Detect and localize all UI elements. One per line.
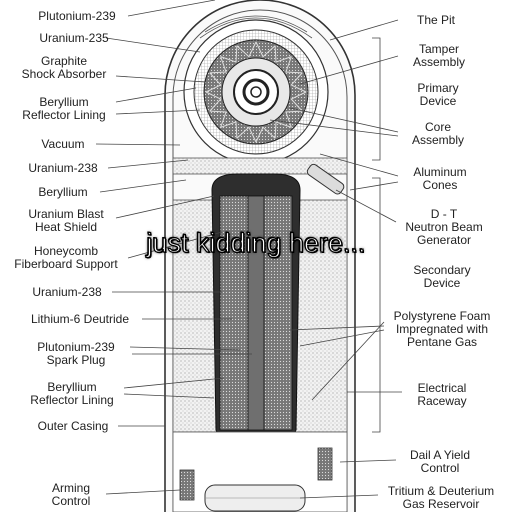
leader-line: [95, 143, 181, 146]
spark-plug: [247, 195, 265, 431]
label-the-pit: The Pit: [416, 13, 455, 27]
leader-line: [115, 87, 197, 103]
label-lithium-6: Lithium-6 Deutride: [30, 312, 130, 326]
label-plutonium-239: Plutonium-239: [38, 9, 116, 23]
leader-line: [115, 109, 201, 115]
lens-segment: [274, 45, 292, 63]
leader-line: [99, 179, 187, 193]
yield-dial: [317, 447, 333, 481]
leader-line: [123, 393, 215, 399]
label-aluminum-cones: Aluminum Cones: [413, 165, 467, 192]
lens-segment: [236, 126, 257, 143]
core-center: [250, 86, 262, 98]
lens-segment: [285, 56, 303, 74]
label-uranium-blast-shield: Uranium Blast Heat Shield: [28, 207, 104, 234]
leader-line: [129, 346, 241, 351]
arming-box: [179, 469, 195, 501]
label-beryllium: Beryllium: [38, 185, 88, 199]
label-uranium-235: Uranium-235: [39, 31, 109, 45]
overlay-caption: just kidding here...: [146, 227, 366, 258]
leader-line: [105, 37, 201, 53]
leader-line: [289, 107, 399, 133]
lens-segment: [209, 110, 227, 128]
inner-casing: [172, 9, 348, 512]
label-uranium-238-top: Uranium-238: [28, 161, 98, 175]
lens-segment: [205, 72, 222, 93]
secondary-bracket: [372, 177, 381, 433]
label-polystyrene-foam: Polystyrene Foam Impregnated with Pentan…: [393, 309, 491, 349]
leader-line: [335, 189, 397, 223]
label-outer-casing: Outer Casing: [37, 419, 109, 433]
leader-line: [299, 329, 385, 347]
leader-line: [269, 119, 399, 137]
leader-line: [339, 459, 397, 463]
lens-segment: [290, 72, 307, 93]
lens-segment: [274, 121, 292, 139]
label-core-assembly: Core Assembly: [411, 120, 464, 147]
leader-line: [107, 159, 189, 169]
lens-segment: [220, 121, 238, 139]
leader-line: [105, 489, 181, 495]
label-neutron-generator: D - T Neutron Beam Generator: [405, 207, 483, 247]
leader-line: [329, 19, 399, 41]
lens-segment: [255, 126, 276, 143]
label-gas-reservoir: Tritium & Deuterium Gas Reservoir: [387, 484, 495, 511]
leader-line: [127, 231, 223, 259]
leader-line: [123, 377, 225, 389]
label-arming-control: Arming Control: [51, 481, 91, 508]
label-beryllium-reflector-bottom: Beryllium Reflector Lining: [30, 380, 114, 407]
leader-line: [349, 181, 399, 191]
label-electrical-raceway: Electrical Raceway: [417, 381, 467, 408]
lens-segment: [255, 41, 276, 58]
lens-segment: [290, 91, 307, 112]
leader-line: [115, 75, 206, 83]
leader-line: [127, 0, 216, 17]
leader-line: [311, 321, 385, 401]
primary-bracket: [372, 37, 381, 161]
leader-line: [319, 153, 399, 177]
lens-segment: [209, 56, 227, 74]
explosive-lenses: [205, 41, 307, 143]
label-spark-plug: Plutonium-239 Spark Plug: [37, 340, 115, 367]
leader-lines: [95, 0, 402, 499]
leader-line: [299, 55, 399, 85]
label-vacuum: Vacuum: [41, 137, 85, 151]
leader-line: [289, 325, 385, 331]
lens-segment: [205, 91, 222, 112]
label-honeycomb: Honeycomb Fiberboard Support: [14, 244, 118, 271]
label-graphite: Graphite Shock Absorber: [21, 54, 107, 81]
label-primary-device: Primary Device: [417, 81, 459, 108]
leader-line: [299, 494, 379, 499]
leader-line: [115, 195, 215, 219]
label-yield-control: Dail A Yield Control: [409, 448, 471, 475]
neutron-generator: [306, 163, 345, 195]
label-secondary-device: Secondary Device: [413, 263, 471, 290]
label-tamper-assembly: Tamper Assembly: [412, 42, 465, 69]
label-beryllium-reflector-top: Beryllium Reflector Lining: [22, 95, 106, 122]
lens-segment: [236, 41, 257, 58]
lens-segment: [220, 45, 238, 63]
label-uranium-238-mid: Uranium-238: [32, 285, 102, 299]
